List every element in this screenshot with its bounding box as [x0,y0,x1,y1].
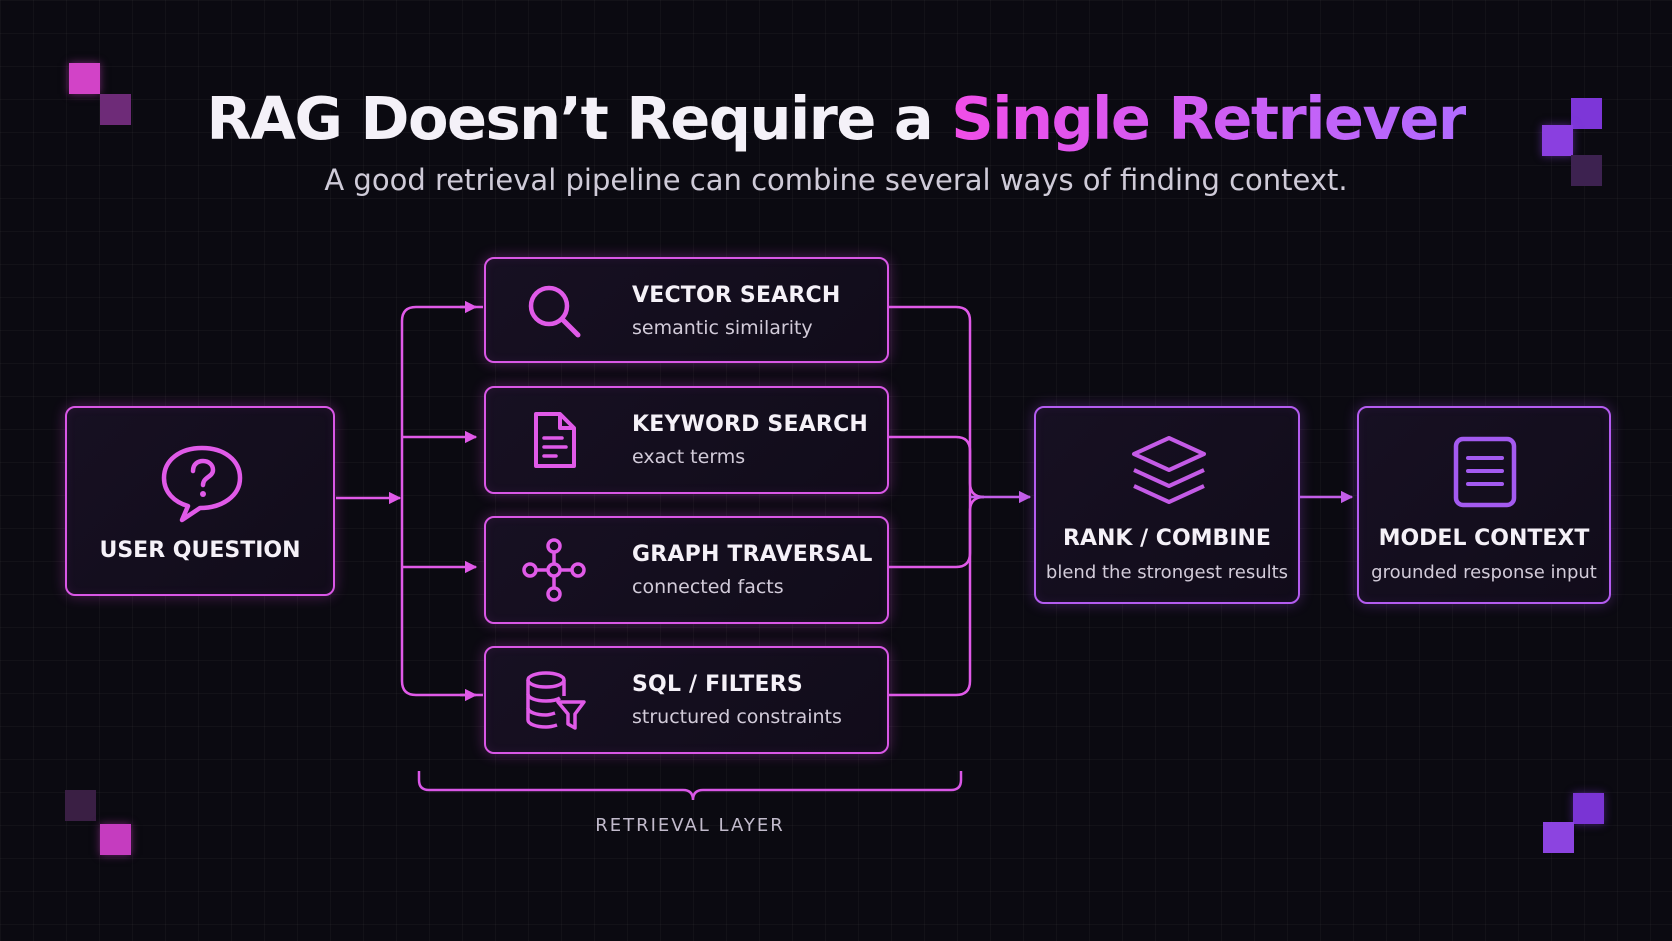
merge-graph [888,495,985,569]
retriever-sql-filters: SQL / FILTERS structured constraints [484,646,889,754]
rank-combine-title: RANK / COMBINE [1063,526,1271,551]
question-speech-bubble-icon [161,445,243,523]
merge-keyword [888,435,985,499]
pixel-square [1543,822,1574,853]
diagram-title: RAG Doesn’t Require a Single Retriever [0,84,1672,153]
retrieval-layer-label: RETRIEVAL LAYER [595,815,785,836]
database-filter-icon [526,671,586,730]
magnifier-icon [528,285,581,338]
model-context-node: MODEL CONTEXT grounded response input [1357,406,1611,604]
model-context-subtitle: grounded response input [1371,562,1597,583]
user-question-label: USER QUESTION [99,538,301,563]
retriever-title: SQL / FILTERS [632,672,803,697]
rank-combine-node: RANK / COMBINE blend the strongest resul… [1034,406,1300,604]
merge-trunk [888,305,972,697]
retriever-graph-traversal: GRAPH TRAVERSAL connected facts [484,516,889,624]
user-question-node: USER QUESTION [65,406,335,596]
text-page-icon [1453,436,1517,508]
pixel-square [1542,125,1573,156]
retriever-subtitle: semantic similarity [632,317,813,339]
retriever-vector-search: VECTOR SEARCH semantic similarity [484,257,889,363]
pixel-square [100,94,131,125]
retriever-title: GRAPH TRAVERSAL [632,542,873,567]
retriever-title: VECTOR SEARCH [632,283,841,308]
rank-combine-subtitle: blend the strongest results [1045,562,1289,583]
diagram-subtitle: A good retrieval pipeline can combine se… [324,163,1348,197]
document-icon [534,412,576,468]
retriever-keyword-search: KEYWORD SEARCH exact terms [484,386,889,494]
pixel-square [1573,793,1604,824]
pixel-square [65,790,96,821]
pixel-square [69,63,100,94]
retriever-subtitle: connected facts [632,576,784,598]
layers-stack-icon [1132,436,1206,504]
pixel-square [1571,98,1602,129]
graph-nodes-icon [522,538,586,602]
split-trunk [400,305,483,697]
title-plain: RAG Doesn’t Require a [206,84,933,153]
retriever-subtitle: structured constraints [632,706,842,728]
pixel-square [100,824,131,855]
retriever-subtitle: exact terms [632,446,746,468]
retriever-title: KEYWORD SEARCH [632,412,869,437]
pixel-square [1571,155,1602,186]
model-context-title: MODEL CONTEXT [1378,526,1590,551]
title-highlight: Single Retriever [951,84,1467,153]
